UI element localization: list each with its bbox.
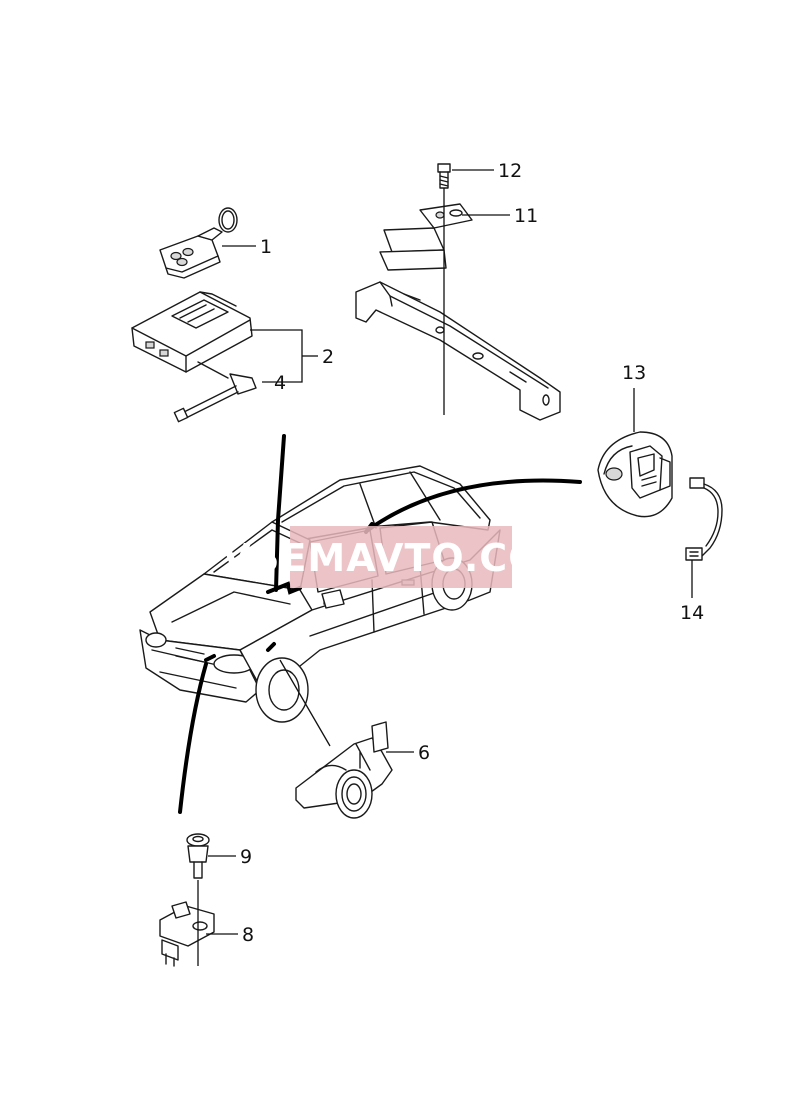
door-switch — [159, 901, 215, 967]
watermark: VSEMAVTO.COM — [222, 526, 581, 588]
siren-to-car-line — [279, 659, 331, 747]
callout-12: 12 — [498, 160, 522, 182]
switch-screw — [186, 833, 210, 879]
switch-to-car-line — [178, 662, 208, 814]
callout-1: 1 — [260, 236, 272, 258]
siren — [295, 721, 393, 819]
car-illustration — [139, 465, 501, 723]
remote-key-fob — [159, 207, 238, 279]
callout-4: 4 — [274, 372, 286, 394]
module-to-car-line — [274, 434, 286, 592]
callout-8: 8 — [242, 924, 254, 946]
sensor-to-car-line — [366, 478, 582, 532]
antenna-cable — [173, 361, 257, 423]
callout-6: 6 — [418, 742, 430, 764]
roof-bracket-assembly — [355, 163, 561, 421]
callout-9: 9 — [240, 846, 252, 868]
callout-13: 13 — [622, 362, 646, 384]
alarm-control-module — [131, 291, 253, 373]
watermark-text: VSEMAVTO.COM — [222, 536, 581, 580]
sensor-harness — [685, 477, 723, 561]
callout-14: 14 — [680, 602, 704, 624]
interior-sensor — [597, 431, 673, 518]
callout-2: 2 — [322, 346, 334, 368]
callout-11: 11 — [514, 205, 538, 227]
